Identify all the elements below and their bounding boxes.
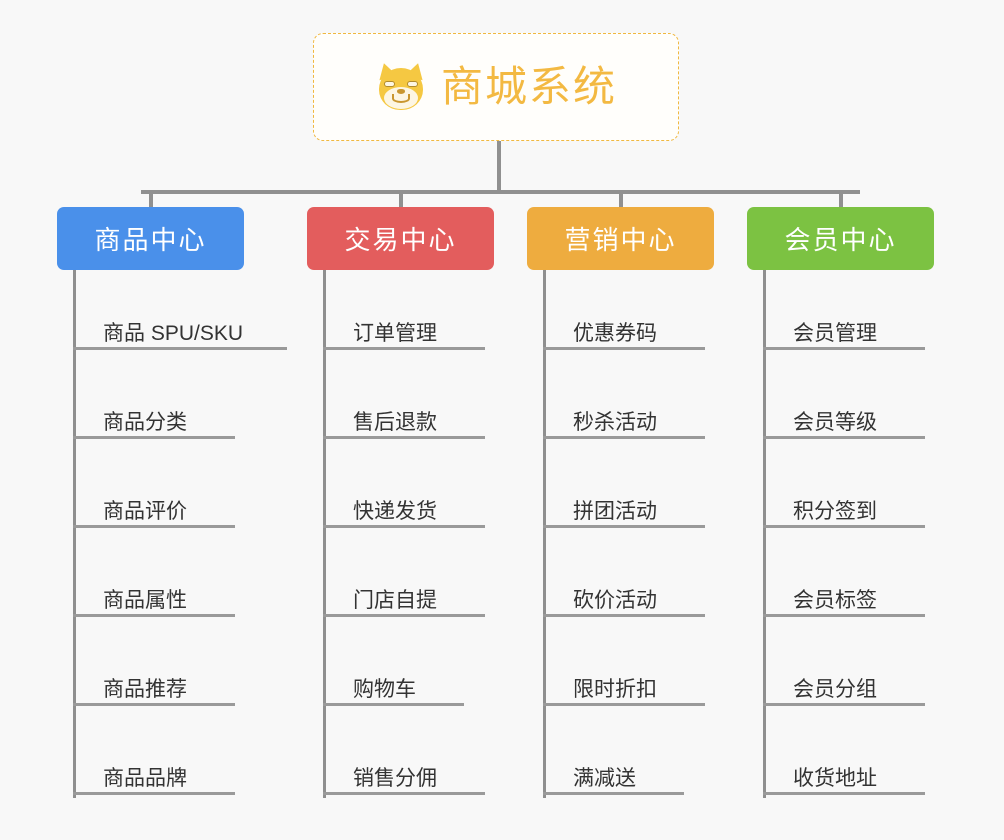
leaf-item-label: 购物车	[353, 678, 416, 701]
leaf-item-label: 订单管理	[353, 322, 437, 345]
category-label: 商品中心	[94, 225, 207, 255]
leaf-underline	[323, 525, 485, 528]
leaf-underline	[763, 792, 925, 795]
leaf-item-label: 销售分佣	[353, 767, 437, 790]
leaf-underline	[323, 347, 485, 350]
leaf-underline	[323, 614, 485, 617]
category-box-2[interactable]: 交易中心	[307, 207, 494, 270]
leaf-underline	[763, 436, 925, 439]
connector-root-stem	[497, 141, 501, 193]
category-label: 交易中心	[344, 225, 457, 255]
leaf-underline	[543, 614, 705, 617]
leaf-item-label: 商品分类	[103, 411, 187, 434]
leaf-item-label: 会员等级	[793, 411, 877, 434]
leaf-underline	[323, 436, 485, 439]
connector-drop-4	[838, 190, 843, 208]
connector-drop-2	[398, 190, 403, 208]
leaf-item-label: 门店自提	[353, 589, 437, 612]
leaf-item-label: 积分签到	[793, 500, 877, 523]
branch-trunk-2	[323, 270, 326, 798]
connector-drop-1	[148, 190, 153, 208]
leaf-underline	[543, 347, 705, 350]
shiba-dog-icon	[375, 60, 427, 113]
leaf-item-label: 商品属性	[103, 589, 187, 612]
branch-trunk-3	[543, 270, 546, 798]
leaf-item-label: 收货地址	[793, 767, 877, 790]
leaf-item-label: 商品 SPU/SKU	[103, 322, 244, 345]
category-label: 营销中心	[564, 225, 677, 255]
branch-trunk-1	[73, 270, 76, 798]
leaf-underline	[763, 525, 925, 528]
leaf-underline	[543, 436, 705, 439]
leaf-item-label: 砍价活动	[573, 589, 657, 612]
leaf-item-label: 商品推荐	[103, 678, 187, 701]
leaf-underline	[73, 436, 235, 439]
category-label: 会员中心	[784, 225, 897, 255]
leaf-underline	[543, 792, 684, 795]
leaf-underline	[763, 347, 925, 350]
leaf-underline	[323, 792, 485, 795]
connector-drop-3	[618, 190, 623, 208]
category-box-4[interactable]: 会员中心	[747, 207, 934, 270]
leaf-underline	[73, 703, 235, 706]
leaf-item-label: 售后退款	[353, 411, 437, 434]
category-box-1[interactable]: 商品中心	[57, 207, 244, 270]
leaf-item-label: 会员分组	[793, 678, 877, 701]
leaf-underline	[543, 525, 705, 528]
leaf-item-label: 拼团活动	[573, 500, 657, 523]
leaf-item-label: 会员管理	[793, 322, 877, 345]
connector-horizontal-bus	[141, 190, 860, 194]
leaf-item-label: 满减送	[573, 767, 636, 790]
leaf-underline	[763, 614, 925, 617]
leaf-underline	[763, 703, 925, 706]
leaf-underline	[73, 525, 235, 528]
leaf-item-label: 商品评价	[103, 500, 187, 523]
leaf-item-label: 限时折扣	[573, 678, 657, 701]
leaf-underline	[543, 703, 705, 706]
root-node[interactable]: 商城系统	[313, 33, 679, 141]
leaf-item-label: 会员标签	[793, 589, 877, 612]
branch-trunk-4	[763, 270, 766, 798]
leaf-underline	[323, 703, 464, 706]
root-title: 商城系统	[440, 63, 617, 110]
leaf-underline	[73, 347, 287, 350]
leaf-item-label: 快递发货	[353, 500, 437, 523]
leaf-underline	[73, 792, 235, 795]
leaf-item-label: 优惠券码	[573, 322, 657, 345]
leaf-underline	[73, 614, 235, 617]
category-box-3[interactable]: 营销中心	[527, 207, 714, 270]
leaf-item-label: 商品品牌	[103, 767, 187, 790]
leaf-item-label: 秒杀活动	[573, 411, 657, 434]
